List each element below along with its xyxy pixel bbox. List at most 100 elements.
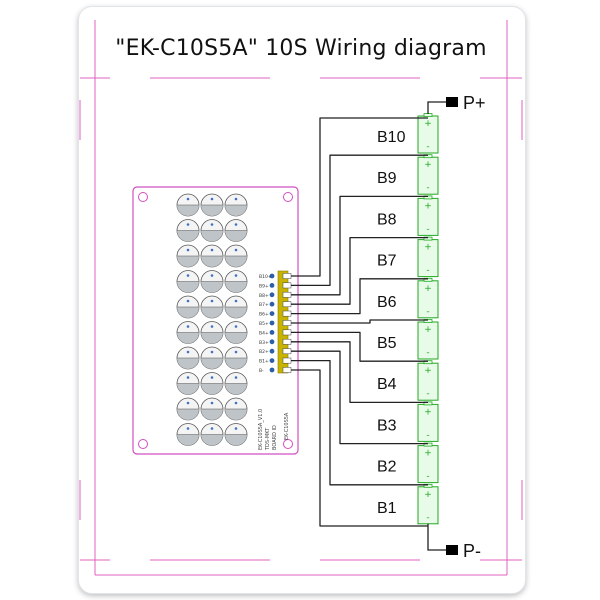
board-component-icon	[224, 244, 248, 268]
battery-minus-sign: -	[426, 266, 429, 276]
component-dot	[186, 350, 190, 354]
board-component-icon	[176, 321, 200, 344]
battery-plus-sign: +	[424, 366, 432, 376]
component-half	[201, 332, 223, 344]
component-half	[177, 281, 199, 293]
board-component-icon	[224, 219, 248, 242]
component-half	[177, 205, 199, 216]
component-dot	[234, 427, 238, 430]
board-component-icon	[200, 244, 224, 268]
battery-plus-sign: +	[424, 243, 432, 253]
wire-9	[291, 359, 428, 486]
battery-cell-b9	[417, 154, 439, 195]
component-dot	[186, 248, 190, 252]
wire-10	[291, 369, 428, 527]
battery-cell-b4	[417, 360, 439, 401]
component-dot	[234, 299, 238, 303]
connector-pin	[282, 329, 292, 336]
component-half	[201, 205, 223, 216]
connector-pin	[282, 367, 292, 373]
board-component-icon	[176, 372, 200, 395]
component-half	[201, 230, 223, 242]
board-component-icon	[200, 423, 224, 446]
board-component-icon	[224, 372, 248, 395]
board-module-label: EK-C10S5A	[284, 412, 290, 440]
component-half	[201, 409, 223, 420]
component-half	[225, 409, 247, 420]
component-dot	[186, 376, 190, 379]
bms-board	[132, 186, 299, 455]
mounting-hole-icon	[283, 439, 293, 449]
battery-minus-sign: -	[426, 348, 429, 358]
mounting-hole-icon	[138, 439, 148, 449]
p-plus-label: P+	[463, 93, 486, 113]
connector-pin	[282, 310, 292, 317]
component-half	[201, 307, 223, 318]
board-pin-pad	[269, 320, 275, 326]
component-dot	[234, 376, 238, 379]
battery-label: B8	[377, 211, 397, 228]
board-component-icon	[224, 295, 248, 319]
board-pin-label: B4+	[259, 330, 269, 336]
battery-label: B3	[377, 417, 397, 434]
mounting-hole-icon	[283, 192, 293, 202]
board-component-icon	[224, 270, 248, 293]
component-half	[225, 332, 247, 344]
board-pin-pad	[269, 348, 275, 354]
battery-minus-sign: -	[426, 142, 429, 152]
component-half	[177, 256, 199, 267]
board-component-icon	[200, 346, 224, 370]
board-component-icon	[200, 321, 224, 344]
battery-label: B5	[377, 335, 397, 352]
component-half	[225, 358, 247, 369]
board-pin-label: B10+	[259, 274, 272, 280]
component-dot	[234, 223, 238, 226]
board-pin-pad	[269, 273, 275, 279]
connector-pin	[282, 301, 292, 308]
battery-plus-sign: +	[424, 490, 432, 500]
board-component-icon	[200, 295, 224, 319]
component-dot	[186, 197, 190, 201]
component-dot	[210, 299, 214, 303]
component-half	[201, 434, 223, 446]
component-dot	[234, 401, 238, 405]
battery-label: B9	[377, 170, 397, 187]
battery-minus-sign: -	[426, 472, 429, 482]
component-half	[225, 230, 247, 242]
p-minus-lead	[427, 523, 446, 551]
battery-cell-b8	[417, 195, 439, 236]
component-half	[177, 307, 199, 318]
component-dot	[210, 376, 214, 379]
board-pin-pad	[269, 330, 275, 335]
battery-minus-sign: -	[426, 224, 429, 234]
board-component-icon	[200, 270, 224, 293]
board-component-icon	[224, 321, 248, 344]
battery-minus-sign: -	[426, 430, 429, 440]
board-component-icon	[224, 423, 248, 446]
board-component-icon	[224, 397, 248, 421]
component-dot	[210, 274, 214, 277]
connector-pin	[282, 273, 292, 279]
wire-2	[291, 195, 428, 296]
battery-minus-sign: -	[426, 513, 429, 523]
board-pin-pad	[269, 311, 275, 316]
component-half	[177, 332, 199, 344]
wire-0	[291, 117, 428, 277]
component-dot	[186, 274, 190, 277]
component-dot	[234, 248, 238, 252]
board-pin-pad	[269, 367, 275, 373]
diagram-title: "EK-C10S5A" 10S Wiring diagram	[115, 36, 487, 61]
battery-minus-sign: -	[426, 307, 429, 317]
wire-3	[291, 236, 428, 305]
component-dot	[210, 223, 214, 226]
board-pin-label: B1+	[259, 359, 269, 365]
component-half	[201, 281, 223, 293]
battery-plus-sign: +	[424, 449, 432, 459]
guide-lines	[79, 20, 523, 576]
board-pin-pad	[269, 339, 275, 345]
board-pin-label: B2+	[259, 349, 269, 355]
board-component-icon	[176, 423, 200, 446]
battery-cell-b6	[417, 277, 439, 319]
battery-plus-sign: +	[424, 407, 432, 417]
